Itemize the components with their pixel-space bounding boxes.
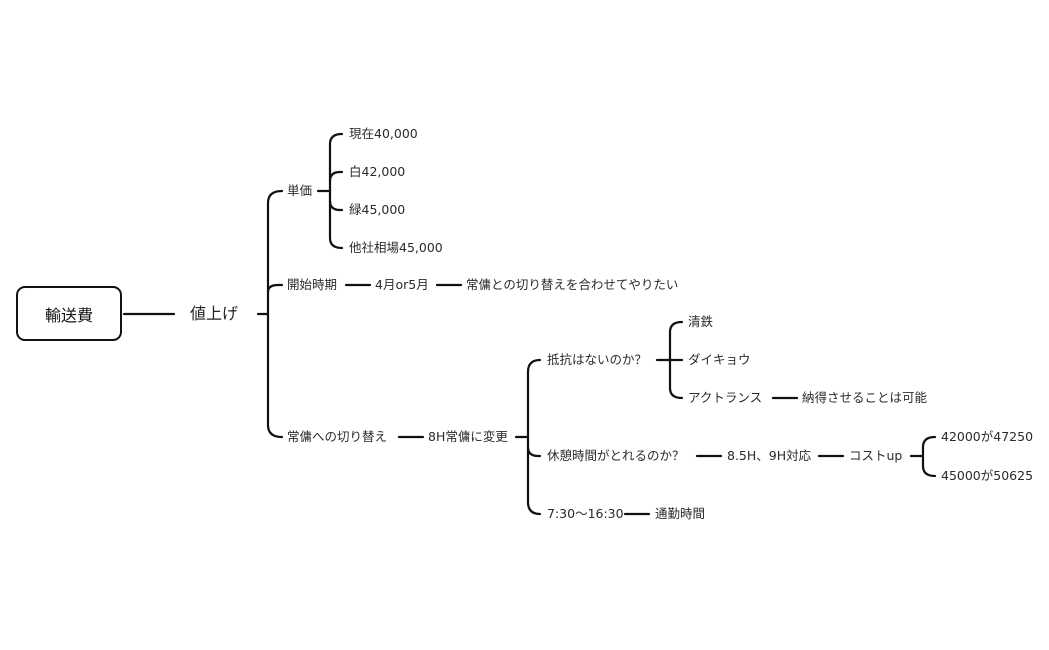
joyou-change-node[interactable]: 8H常傭に変更 xyxy=(428,429,508,444)
resistance-node[interactable]: 抵抗はないのか？ xyxy=(547,352,648,367)
kaishi-node[interactable]: 開始時期 xyxy=(287,277,338,292)
kaishi-note-node[interactable]: 常傭との切り替えを合わせてやりたい xyxy=(466,277,679,292)
kaishi-value-node[interactable]: 4月or5月 xyxy=(375,277,429,292)
connector-tanka-2 xyxy=(328,170,344,183)
tanka-node[interactable]: 単価 xyxy=(287,183,313,198)
bracket-main xyxy=(266,189,284,439)
rest-cost-node[interactable]: コストup xyxy=(849,448,903,463)
time-node[interactable]: 7:30〜16:30 xyxy=(547,506,624,521)
connector-rest xyxy=(526,445,542,458)
tanka-item-white[interactable]: 白42,000 xyxy=(349,164,406,179)
company-actrance[interactable]: アクトランス xyxy=(688,390,763,405)
rest-hours-node[interactable]: 8.5H、9H対応 xyxy=(727,448,812,463)
bracket-tanka xyxy=(328,132,344,250)
bracket-joyou xyxy=(526,358,542,516)
rest-node[interactable]: 休憩時間がとれるのか？ xyxy=(547,448,685,463)
company-daikyo[interactable]: ダイキョウ xyxy=(688,352,751,367)
tanka-item-green[interactable]: 緑45,000 xyxy=(349,202,406,217)
tanka-item-current[interactable]: 現在40,000 xyxy=(349,126,418,141)
root-node[interactable]: 輸送費 xyxy=(16,286,122,341)
joyou-node[interactable]: 常傭への切り替え xyxy=(287,429,388,444)
rest-value-2[interactable]: 45000が50625 xyxy=(941,468,1034,483)
connector-tanka-3 xyxy=(328,199,344,212)
bracket-cost xyxy=(921,435,937,478)
resistance-note-node[interactable]: 納得させることは可能 xyxy=(802,390,928,405)
main-branch-node[interactable]: 値上げ xyxy=(190,304,239,323)
rest-value-1[interactable]: 42000が47250 xyxy=(941,429,1034,444)
connector-kaishi xyxy=(266,283,284,294)
time-note-node[interactable]: 通勤時間 xyxy=(655,506,706,521)
company-seitetsu[interactable]: 清鉄 xyxy=(688,314,714,329)
tanka-item-market[interactable]: 他社相場45,000 xyxy=(349,240,443,255)
